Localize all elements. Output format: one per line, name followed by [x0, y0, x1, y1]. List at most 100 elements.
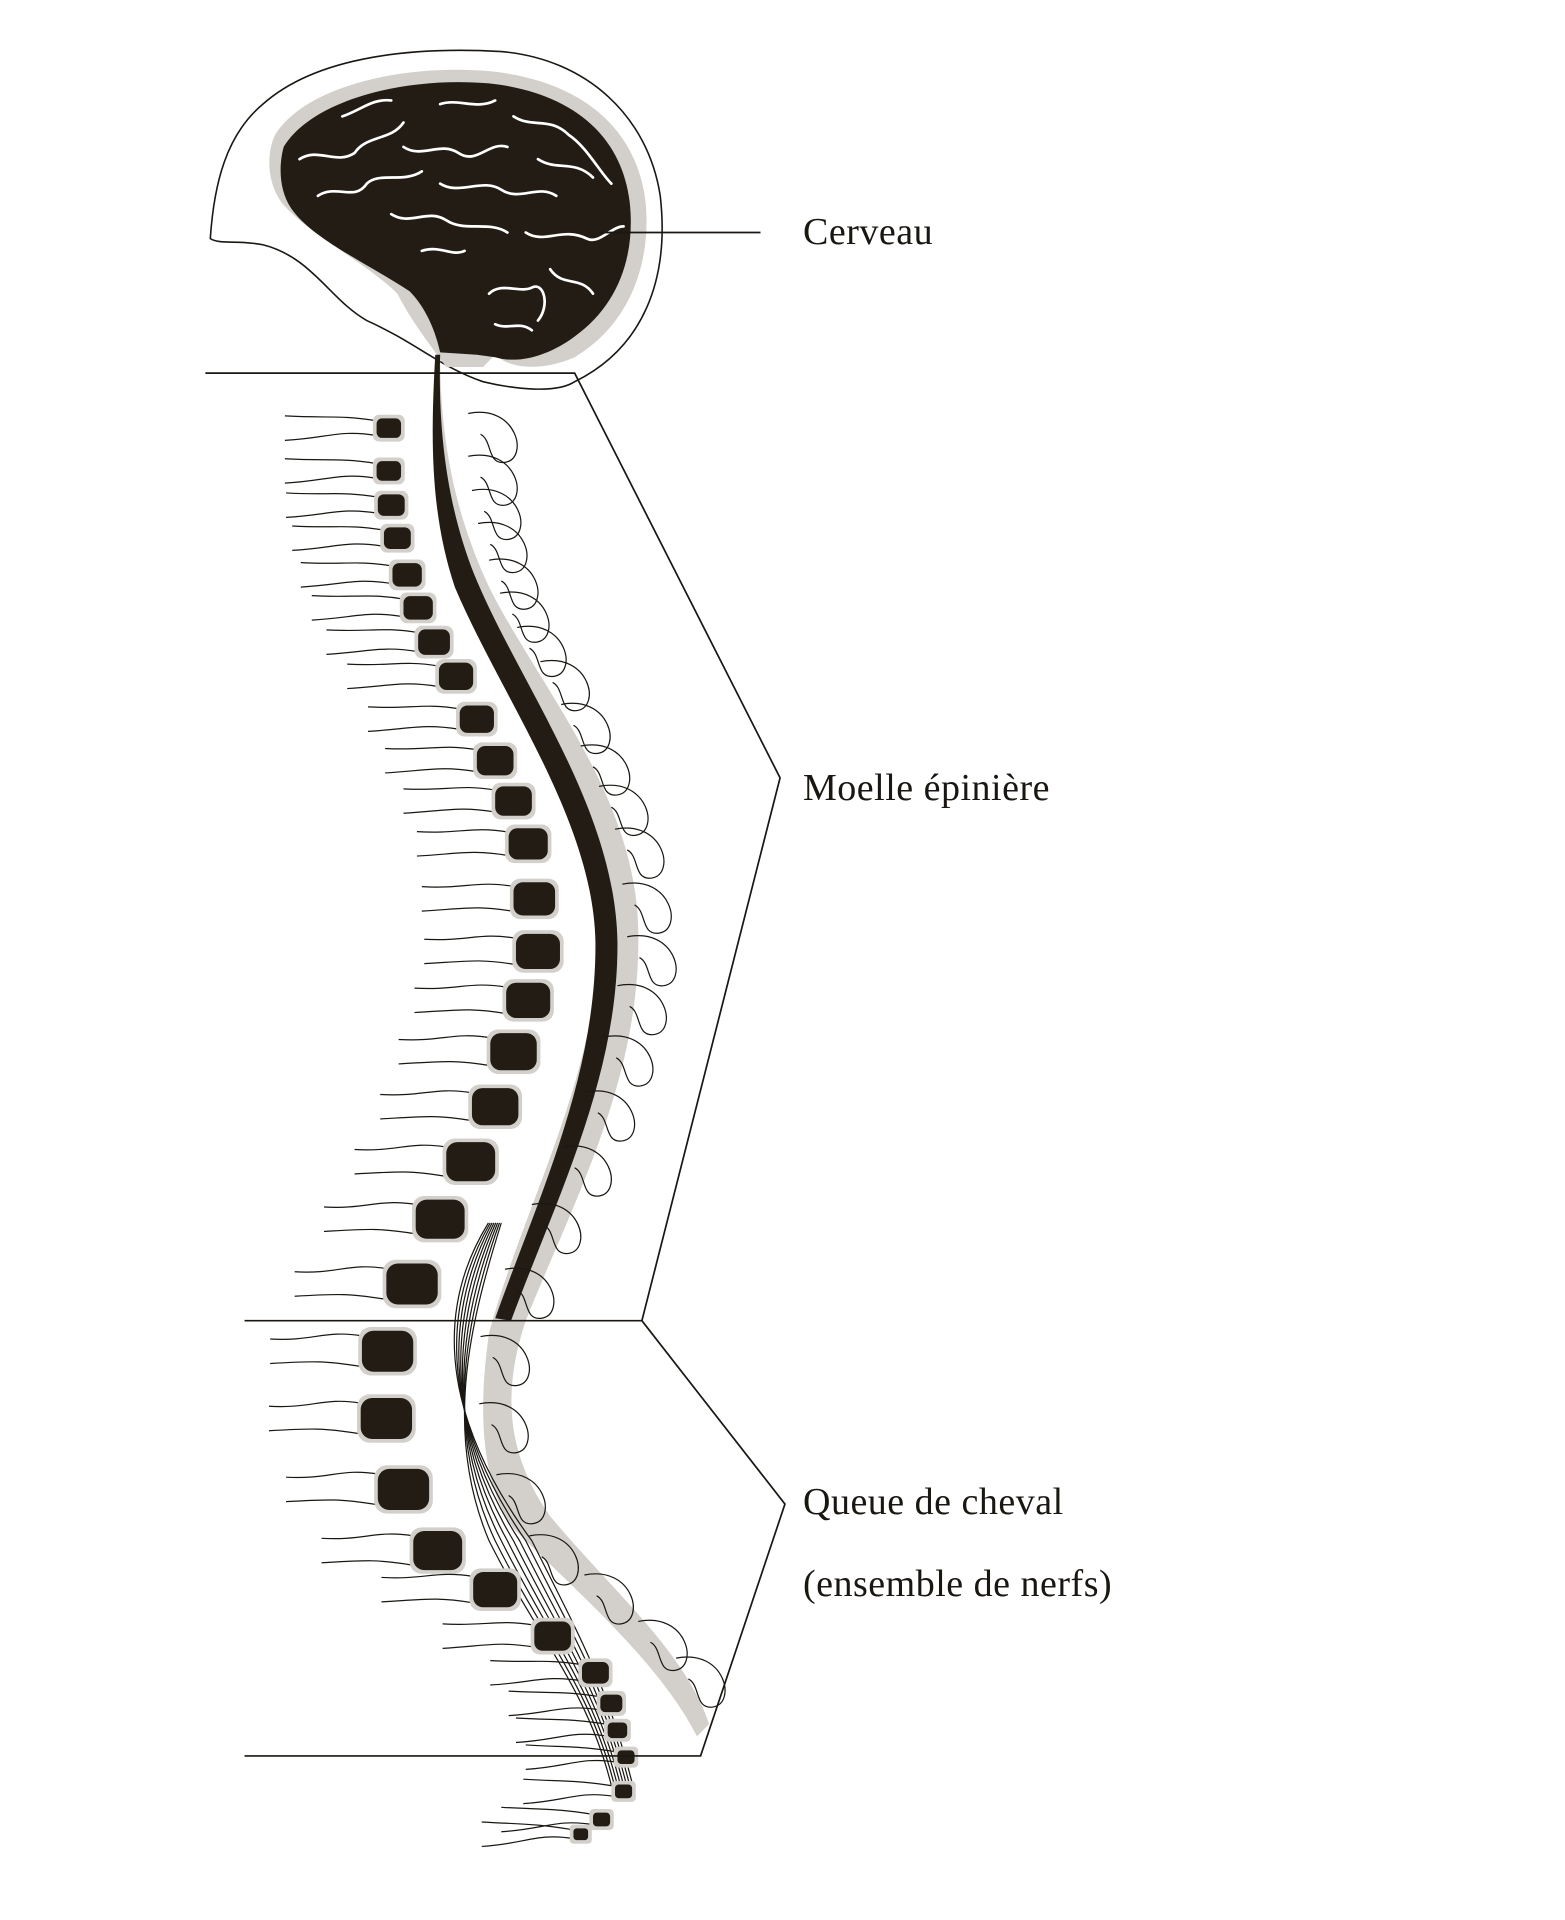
- vertebra: [446, 1142, 496, 1182]
- spinal-nerve-left: [525, 1759, 618, 1771]
- spinal-nerve-right: [598, 784, 649, 836]
- vertebra: [377, 494, 405, 516]
- vertebra: [415, 1199, 465, 1239]
- spinal-nerve-left: [294, 1266, 387, 1273]
- vertebra: [614, 1784, 633, 1799]
- leader-lines: [205, 231, 786, 1757]
- spinal-nerve-right: [468, 411, 518, 463]
- spinal-nerve-left: [381, 1573, 474, 1579]
- spinal-nerve-left: [286, 1499, 378, 1506]
- spinal-nerve-left: [416, 851, 509, 857]
- spinal-nerve-right: [638, 1619, 688, 1671]
- label-cauda-equina-detail: (ensemble de nerfs): [803, 1563, 1113, 1605]
- spinal-nerve-right: [479, 1402, 529, 1454]
- spinal-nerve-left: [268, 1400, 361, 1408]
- spine: [268, 354, 726, 1848]
- spinal-nerve-right: [627, 934, 677, 987]
- spinal-nerve-right: [499, 591, 550, 643]
- vertebra: [495, 786, 532, 816]
- spinal-nerve-left: [501, 1822, 594, 1833]
- vertebra: [490, 1033, 537, 1071]
- vertebra: [471, 1088, 519, 1126]
- spinal-nerve-left: [321, 1533, 414, 1540]
- spinal-nerve-left: [367, 705, 460, 710]
- spinal-nerve-right: [561, 702, 611, 754]
- vertebra: [360, 1397, 413, 1440]
- spinal-nerve-left: [323, 1228, 416, 1235]
- spinal-nerve-left: [385, 768, 477, 774]
- spinal-nerve-left: [286, 492, 378, 498]
- spinal-nerve-left: [326, 629, 419, 634]
- spinal-nerve-left: [523, 1778, 616, 1787]
- spinal-nerve-left: [442, 1622, 535, 1626]
- spinal-nerve-right: [468, 454, 518, 506]
- spinal-nerve-right: [531, 1202, 582, 1255]
- spinal-nerve-right: [504, 1267, 555, 1319]
- spinal-nerve-right: [584, 1573, 634, 1625]
- spinal-nerve-right: [471, 488, 522, 541]
- spinal-nerve-left: [284, 415, 377, 422]
- spinal-nerve-right: [622, 882, 672, 934]
- spinal-nerve-left: [284, 432, 377, 441]
- spinal-nerve-right: [488, 558, 539, 610]
- spinal-nerve-left: [421, 883, 514, 888]
- vertebra: [534, 1621, 571, 1651]
- vertebra: [506, 982, 551, 1018]
- spinal-nerve-left: [311, 595, 404, 600]
- spinal-nerve-left: [508, 1690, 601, 1698]
- cauda-equina-bracket: [244, 1320, 786, 1757]
- vertebra: [459, 705, 494, 733]
- spinal-nerve-left: [490, 1659, 583, 1666]
- vertebra: [377, 1468, 430, 1510]
- spinal-nerve-left: [385, 746, 477, 751]
- vertebra: [600, 1694, 623, 1713]
- spinal-nerve-left: [416, 829, 509, 833]
- spinal-nerve-left: [300, 562, 393, 567]
- spinal-nerve-left: [414, 984, 507, 990]
- spinal-nerve-right: [617, 983, 667, 1036]
- vertebra: [513, 882, 556, 916]
- vertebra: [473, 1572, 518, 1608]
- label-cauda-equina: Queue de cheval: [803, 1481, 1064, 1523]
- spinal-nerve-left: [380, 1090, 473, 1096]
- vertebra: [376, 461, 402, 481]
- cauda-equina-nerve: [463, 1222, 612, 1786]
- spinal-nerve-left: [481, 1836, 574, 1848]
- vertebra: [617, 1750, 635, 1765]
- vertebra: [476, 746, 514, 776]
- spinal-cord: [432, 354, 618, 1321]
- spinal-nerve-left: [381, 1598, 474, 1604]
- brain: [280, 82, 631, 360]
- vertebra: [592, 1812, 611, 1827]
- vertebra: [508, 828, 548, 860]
- vertebra: [413, 1530, 463, 1571]
- spinal-nerve-right: [585, 1090, 636, 1142]
- spinal-nerve-left: [398, 1035, 491, 1041]
- spinal-nerve-left: [323, 1202, 416, 1208]
- vertebra: [383, 527, 411, 549]
- spinal-nerve-left: [354, 1171, 447, 1178]
- spinal-nerve-left: [380, 1115, 473, 1122]
- spinal-nerve-left: [424, 960, 517, 966]
- spinal-nerve-left: [414, 1009, 507, 1015]
- spinal-nerve-left: [442, 1643, 535, 1649]
- spinal-nerve-left: [292, 525, 385, 531]
- spinal-nerve-left: [294, 1293, 387, 1301]
- cauda-equina-nerve: [460, 1222, 625, 1786]
- vertebra: [386, 1263, 438, 1305]
- spinal-nerve-left: [403, 808, 496, 814]
- spinal-nerve-left: [501, 1806, 594, 1815]
- spinal-nerve-left: [398, 1060, 491, 1067]
- spinal-nerve-left: [300, 580, 393, 588]
- spinal-nerve-left: [515, 1717, 608, 1726]
- spinal-nerve-left: [286, 1471, 378, 1479]
- spinal-nerve-right: [614, 827, 665, 879]
- spinal-nerve-right: [580, 744, 631, 796]
- spinal-nerve-left: [347, 683, 440, 690]
- vertebra: [573, 1828, 589, 1841]
- spinal-nerve-left: [284, 475, 377, 484]
- vertebra: [438, 662, 474, 691]
- spinal-nerve-right: [603, 1035, 654, 1087]
